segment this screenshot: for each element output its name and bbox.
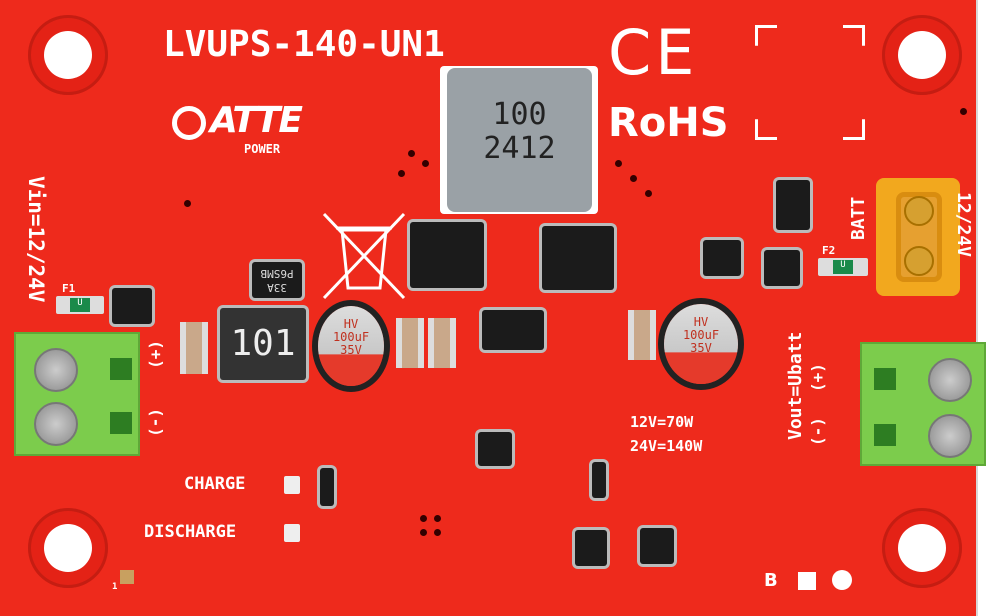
- resistor: [320, 468, 334, 506]
- wire-slot[interactable]: [874, 368, 896, 390]
- mounting-hole: [28, 508, 108, 588]
- mosfet: [542, 226, 614, 290]
- regulator-ic: [764, 250, 800, 286]
- vout-minus-label: (-): [808, 417, 827, 446]
- test-pad[interactable]: [120, 570, 134, 584]
- xt30-battery-connector[interactable]: [876, 178, 960, 296]
- ceramic-capacitor: [180, 322, 208, 374]
- weee-bin-icon: [322, 212, 406, 300]
- vin-minus-label: (-): [147, 408, 166, 437]
- wire-slot[interactable]: [110, 358, 132, 380]
- power-icon: [172, 106, 206, 140]
- power-rating-24v: 24V=140W: [630, 437, 703, 455]
- screw[interactable]: [34, 348, 78, 392]
- screw[interactable]: [928, 358, 972, 402]
- discharge-led: [284, 524, 300, 542]
- f2-label: F2: [822, 244, 836, 257]
- atte-logo: ATTE POWER: [172, 100, 327, 158]
- mounting-hole: [882, 508, 962, 588]
- wire-slot[interactable]: [874, 424, 896, 446]
- f1-label: F1: [62, 282, 76, 295]
- square-mark-icon: [798, 572, 816, 590]
- ceramic-capacitor: [428, 318, 456, 368]
- fuse-f2: U: [818, 258, 868, 276]
- regulator-ic: [112, 288, 152, 324]
- charge-led: [284, 476, 300, 494]
- vout-label: Vout=Ubatt: [785, 331, 806, 440]
- mosfet: [410, 222, 484, 288]
- tvs-diode: 33A P6SMB: [252, 262, 302, 298]
- mounting-hole: [28, 15, 108, 95]
- batt-voltage-label: 12/24V: [953, 192, 974, 258]
- inductor-small: [640, 528, 674, 564]
- wire-slot[interactable]: [110, 412, 132, 434]
- main-inductor: 100 2412: [447, 68, 592, 212]
- small-inductor: 101: [220, 308, 306, 380]
- mcu-ic: [478, 432, 512, 466]
- ceramic-capacitor: [396, 318, 424, 368]
- input-terminal-block[interactable]: [14, 332, 140, 456]
- ceramic-capacitor: [628, 310, 656, 360]
- board-title: LVUPS-140-UN1: [163, 24, 445, 65]
- rohs-mark: RoHS: [608, 100, 729, 146]
- charge-label: CHARGE: [184, 474, 246, 494]
- bottom-b-label: B: [764, 570, 778, 591]
- mounting-hole: [882, 15, 962, 95]
- output-terminal-block[interactable]: [860, 342, 986, 466]
- pin1-marker: 1: [112, 582, 118, 592]
- screw[interactable]: [928, 414, 972, 458]
- fuse-f1: U: [56, 296, 104, 314]
- ce-mark: CE: [608, 16, 699, 89]
- mosfet-small: [575, 530, 607, 566]
- regulator-ic: [703, 240, 741, 276]
- discharge-label: DISCHARGE: [144, 522, 237, 542]
- power-rating-12v: 12V=70W: [630, 413, 694, 431]
- diode: [592, 462, 606, 498]
- controller-ic: [482, 310, 544, 350]
- circle-mark-icon: [832, 570, 852, 590]
- placement-bracket: [755, 25, 865, 140]
- vout-plus-label: (+): [808, 363, 827, 392]
- vin-plus-label: (+): [147, 340, 166, 369]
- batt-label: BATT: [848, 196, 869, 240]
- screw[interactable]: [34, 402, 78, 446]
- diode: [776, 180, 810, 230]
- vin-label: Vin=12/24V: [24, 176, 48, 303]
